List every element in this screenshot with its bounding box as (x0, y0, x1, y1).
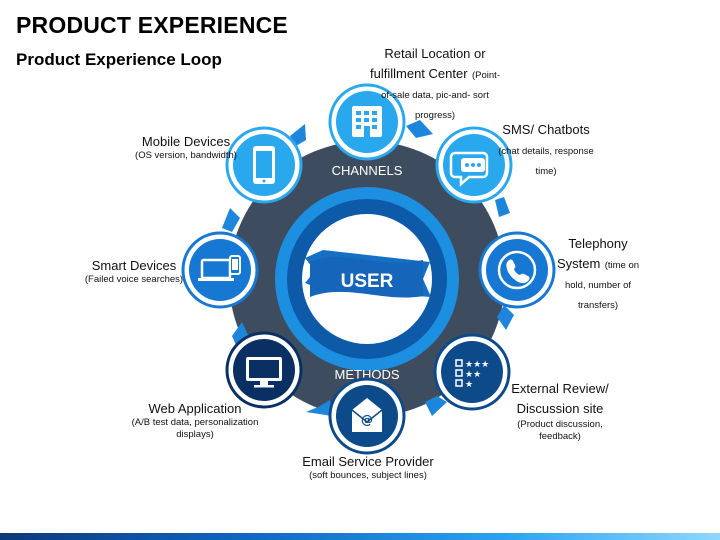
node-email: @ (328, 377, 406, 455)
label-web-main: Web Application (148, 401, 242, 416)
label-mobile-sub: (OS version, bandwidth) (135, 150, 237, 162)
email-icon: @ (351, 398, 383, 432)
node-web (225, 331, 303, 409)
svg-text:★★: ★★ (465, 370, 481, 380)
star-rating-icon: ★★★ ★★ ★ (455, 359, 489, 390)
label-review: External Review/ Discussion site (Produc… (506, 379, 614, 443)
arrow-mobile-to-retail (290, 124, 306, 146)
label-retail: Retail Location or fulfillment Center (P… (370, 44, 500, 124)
ring-label-channels: CHANNELS (332, 163, 403, 178)
label-smart: Smart Devices (Failed voice searches) (84, 258, 184, 286)
mobile-phone-icon (253, 146, 275, 184)
label-telephony: Telephony System (time on hold, number o… (548, 234, 648, 314)
arrow-email-to-web (306, 400, 332, 416)
label-smart-sub: (Failed voice searches) (84, 274, 184, 286)
label-sms: SMS/ Chatbots (chat details, response ti… (496, 120, 596, 180)
label-review-sub: (Product discussion, feedback) (517, 419, 603, 442)
arrow-sms-to-telephony (495, 197, 510, 217)
page-title: PRODUCT EXPERIENCE (16, 12, 288, 38)
node-sms (435, 126, 513, 204)
label-email: Email Service Provider (soft bounces, su… (297, 454, 439, 482)
ring-label-methods: METHODS (335, 367, 400, 382)
arrow-retail-to-sms (406, 120, 433, 138)
svg-text:★★★: ★★★ (465, 360, 489, 370)
node-telephony (478, 231, 556, 309)
arrow-web-to-smart (232, 322, 248, 345)
label-mobile: Mobile Devices (OS version, bandwidth) (134, 134, 238, 162)
chat-bubble-icon (449, 151, 489, 187)
node-review: ★★★ ★★ ★ (433, 333, 511, 411)
svg-text:@: @ (361, 413, 373, 427)
smart-devices-icon (198, 255, 241, 281)
user-banner (305, 250, 431, 298)
svg-text:★: ★ (465, 380, 473, 390)
phone-icon (497, 250, 537, 290)
page-subtitle: Product Experience Loop (16, 50, 222, 69)
label-review-main: External Review/ Discussion site (511, 381, 609, 416)
user-label: USER (341, 271, 394, 292)
label-telephony-main: Telephony System (556, 236, 628, 271)
label-retail-sub: (Point-of-sale data, pic-and- sort progr… (381, 70, 500, 121)
label-sms-main: SMS/ Chatbots (502, 122, 590, 137)
label-email-main: Email Service Provider (302, 454, 434, 469)
arrow-telephony-to-review (497, 305, 514, 330)
label-retail-main: Retail Location or fulfillment Center (370, 46, 486, 81)
label-web-sub: (A/B test data, personalization displays… (131, 417, 259, 441)
label-sms-sub: (chat details, response time) (498, 146, 594, 177)
label-mobile-main: Mobile Devices (141, 134, 231, 149)
label-email-sub: (soft bounces, subject lines) (309, 470, 427, 482)
arrow-review-to-email (425, 396, 447, 416)
arrow-smart-to-mobile (222, 208, 240, 232)
bottom-accent-bar (0, 533, 720, 540)
label-telephony-sub: (time on hold, number of transfers) (564, 260, 640, 311)
node-retail (328, 83, 406, 161)
node-mobile (225, 126, 303, 204)
monitor-icon (246, 357, 282, 388)
node-smart (181, 231, 259, 309)
loop-arrows (222, 120, 514, 416)
label-smart-main: Smart Devices (91, 258, 177, 273)
label-web: Web Application (A/B test data, personal… (128, 401, 262, 441)
building-icon (352, 106, 382, 137)
